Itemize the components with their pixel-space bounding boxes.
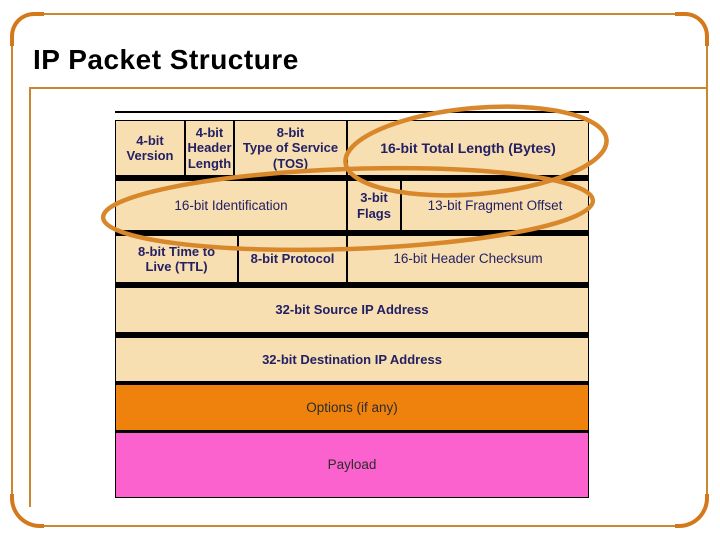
- corner-accent-top-left: [10, 12, 44, 46]
- left-edge-line: [29, 87, 31, 507]
- field-options: Options (if any): [306, 399, 398, 415]
- packet-row-5: 32-bit Destination IP Address: [115, 337, 589, 384]
- field-destination-ip-address: 32-bit Destination IP Address: [262, 351, 442, 367]
- packet-row-payload: Payload: [115, 432, 589, 498]
- packet-row-4: 32-bit Source IP Address: [115, 287, 589, 337]
- field-total-length: 16-bit Total Length (Bytes): [380, 139, 556, 156]
- slide-title: IP Packet Structure: [33, 44, 299, 75]
- field-time-to-live: 8-bit Time to Live (TTL): [116, 236, 239, 282]
- field-header-length: 4-bit Header Length: [186, 121, 235, 175]
- field-type-of-service: 8-bit Type of Service (TOS): [235, 121, 348, 175]
- slide-border: [11, 13, 708, 527]
- field-protocol: 8-bit Protocol: [239, 236, 348, 282]
- title-divider: [30, 87, 708, 89]
- field-payload: Payload: [327, 457, 377, 473]
- field-source-ip-address: 32-bit Source IP Address: [275, 302, 429, 318]
- field-identification: 16-bit Identification: [116, 181, 348, 230]
- field-version: 4-bit Version: [116, 121, 186, 175]
- packet-row-3: 8-bit Time to Live (TTL) 8-bit Protocol …: [115, 235, 589, 287]
- diagram-top-line: [115, 111, 589, 113]
- packet-row-2: 16-bit Identification 3-bit Flags 13-bit…: [115, 180, 589, 235]
- packet-row-1: 4-bit Version 4-bit Header Length 8-bit …: [115, 120, 589, 180]
- field-fragment-offset: 13-bit Fragment Offset: [427, 197, 563, 213]
- corner-accent-top-right: [675, 12, 709, 46]
- corner-accent-bottom-right: [675, 494, 709, 528]
- field-flags: 3-bit Flags: [348, 181, 402, 230]
- field-header-checksum: 16-bit Header Checksum: [393, 251, 543, 267]
- packet-row-options: Options (if any): [115, 384, 589, 432]
- corner-accent-bottom-left: [10, 494, 44, 528]
